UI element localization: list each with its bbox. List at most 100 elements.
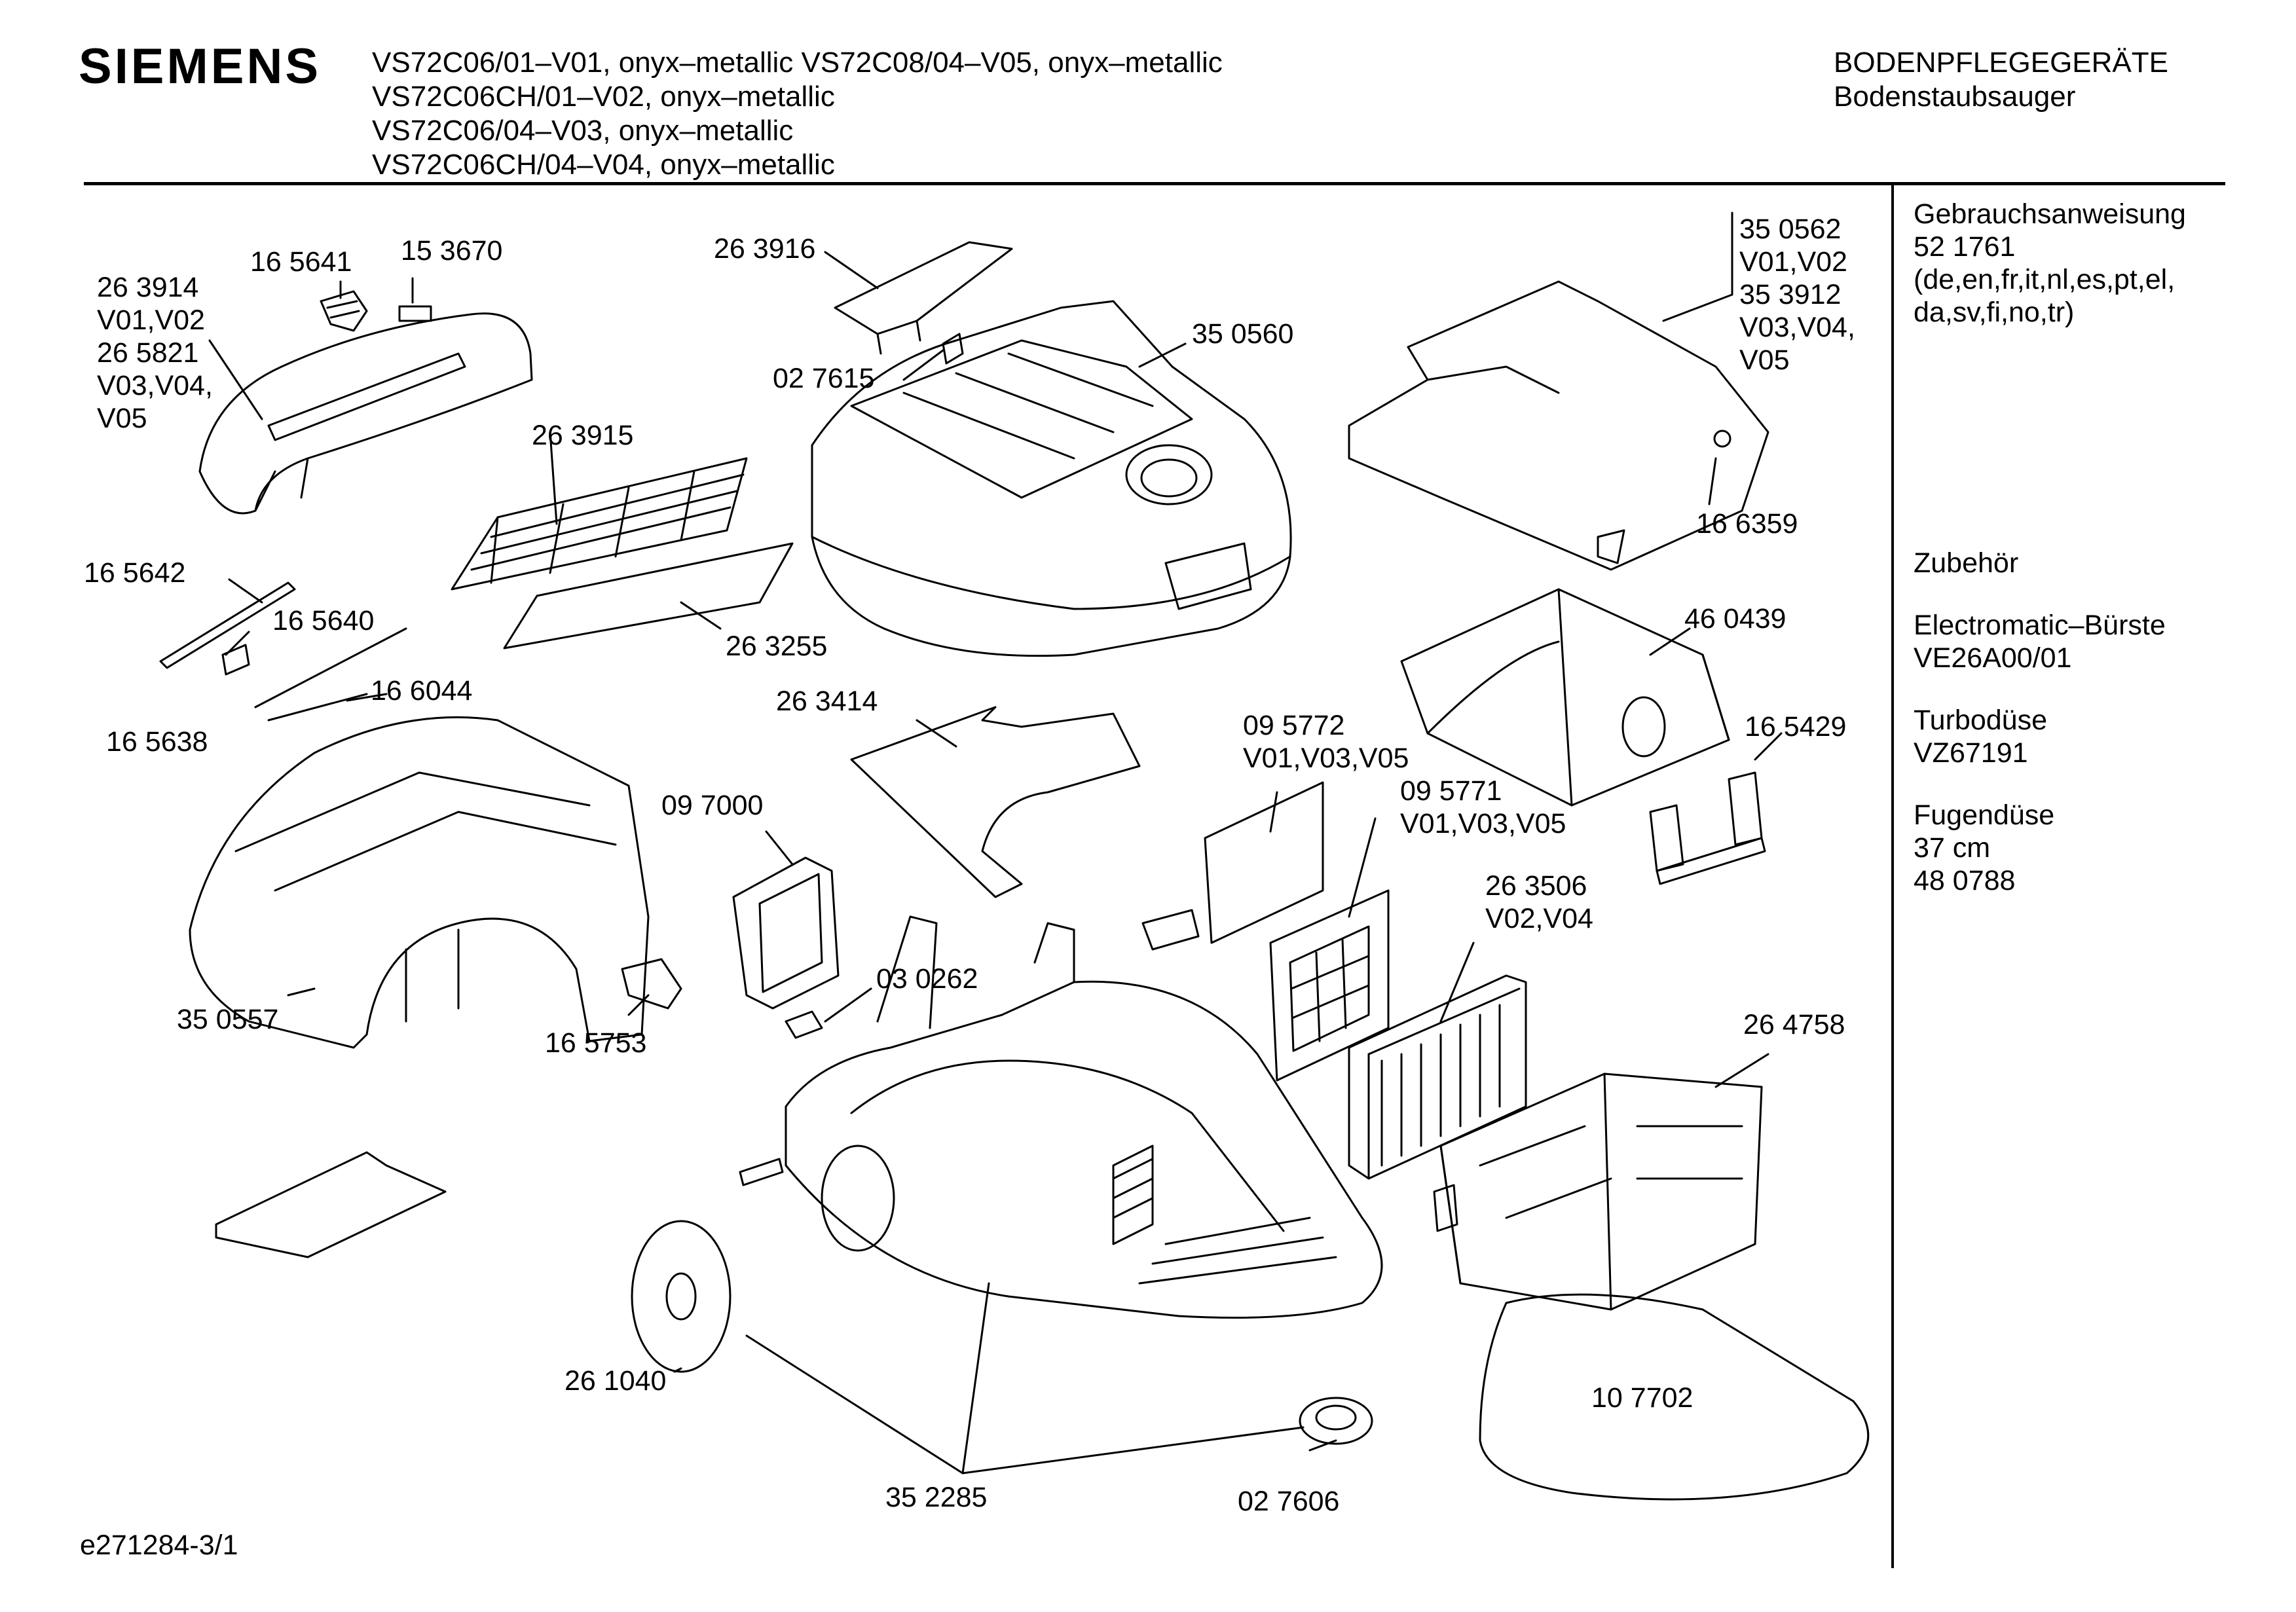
part-variant: V01,V02 [97,304,205,336]
filter-sheet-part [1204,781,1324,944]
model-line: VS72C06CH/01–V02, onyx–metallic [372,81,835,113]
model-list: VS72C06/01–V01, onyx–metallic VS72C08/04… [372,46,1223,182]
small-clip-part [398,305,432,322]
part-label: 09 5772 V01,V03,V05 [1243,709,1409,775]
bag-holder-part [1649,771,1766,885]
part-label: 26 4758 [1743,1009,1845,1040]
accessory-name: Electromatic–Bürste [1914,610,2166,641]
accessory-code: VE26A00/01 [1914,642,2072,674]
rod-part [159,581,296,669]
grille-part [451,457,748,591]
part-label: 26 3506 V02,V04 [1485,870,1593,935]
part-label: 09 5771 V01,V03,V05 [1400,775,1566,840]
lid-part [1348,280,1769,571]
part-label: 35 0562 V01,V02 35 3912 V03,V04, V05 [1739,213,1855,376]
valve-part [732,856,840,1010]
top-cover-part [198,312,533,515]
part-label: 16 6359 [1696,508,1798,540]
part-label: 09 7000 [661,790,764,821]
part-label: 03 0262 [876,963,978,995]
part-label: 16 5753 [545,1027,647,1059]
foam-pad-part [215,1151,447,1258]
upper-housing-part [811,300,1292,657]
manual-title: Gebrauchsanweisung [1914,198,2186,230]
part-label: 02 7615 [773,363,875,394]
small-part [739,1158,784,1186]
part-label: 35 2285 [885,1482,988,1513]
part-label: 16 5640 [272,605,375,636]
part-label: 35 0560 [1192,318,1294,350]
category-title: BODENPFLEGEGERÄTE [1834,46,2169,79]
accessory-code: VZ67191 [1914,737,2028,769]
part-label: 35 0557 [177,1004,279,1035]
part-number: 09 5772 [1243,710,1345,741]
accessory-size: 37 cm [1914,832,1991,864]
category-block: BODENPFLEGEGERÄTE Bodenstaubsauger [1834,46,2168,114]
clip-part [621,958,682,1010]
pin-part [785,1010,823,1039]
part-label: 10 7702 [1591,1382,1694,1414]
part-label: 16 5641 [250,246,352,278]
part-number: 09 5771 [1400,775,1502,807]
manual-languages: da,sv,fi,no,tr) [1914,297,2075,328]
part-label: 26 3255 [726,631,828,662]
model-line: VS72C06CH/04–V04, onyx–metallic [372,149,835,181]
part-number: 35 0562 [1739,213,1842,245]
part-variant: V05 [97,403,147,434]
accessory-name: Turbodüse [1914,705,2047,736]
manual-languages: (de,en,fr,it,nl,es,pt,el, [1914,264,2176,295]
accessory-code: 48 0788 [1914,865,2016,896]
part-label: 16 5638 [106,726,208,758]
accessory-name: Fugendüse [1914,799,2055,831]
wheel-part [631,1220,731,1373]
part-label: 16 5429 [1745,711,1847,742]
part-number: 35 3912 [1739,279,1842,310]
part-number: 26 3914 [97,272,199,303]
header-divider [84,182,2225,185]
button-part [320,290,368,332]
seal-part [1479,1293,1870,1501]
accessory-crevice: Fugendüse 37 cm 48 0788 [1914,799,2054,897]
wire-part [254,627,407,708]
model-line: VS72C06/04–V03, onyx–metallic [372,115,794,147]
part-variant: V01,V03,V05 [1243,742,1409,774]
accessory-turbo: Turbodüse VZ67191 [1914,704,2047,769]
hepa-filter-part [1348,974,1527,1180]
spring-part [221,644,250,676]
castor-part [1299,1397,1373,1445]
part-variant: V01,V02 [1739,246,1847,278]
part-label: 26 3914 V01,V02 26 5821 V03,V04, V05 [97,271,213,435]
accessories-title: Zubehör [1914,547,2019,579]
sidebar-divider [1891,185,1894,1568]
latch-part [942,333,964,365]
dust-bag-part [1400,588,1730,807]
part-label: 26 1040 [565,1365,667,1397]
part-label: 26 3916 [714,233,816,265]
filter-pad-part [503,542,794,650]
manual-block: Gebrauchsanweisung 52 1761 (de,en,fr,it,… [1914,198,2186,329]
manual-number: 52 1761 [1914,231,2016,263]
part-variant: V05 [1739,344,1790,376]
part-label: 26 3915 [532,420,634,451]
leader-lines [208,211,1783,1475]
part-variant: V02,V04 [1485,903,1593,934]
part-variant: V03,V04, [97,370,213,401]
siemens-logo: SIEMENS [79,39,322,94]
small-block-part [1141,909,1200,951]
part-variant: V01,V03,V05 [1400,808,1566,839]
part-variant: V03,V04, [1739,312,1855,343]
latch-cover-part [834,241,1013,355]
part-label: 16 6044 [371,675,473,706]
part-label: 02 7606 [1238,1486,1340,1517]
category-subtitle: Bodenstaubsauger [1834,81,2076,113]
filter-frame-part [1269,889,1390,1082]
part-label: 16 5642 [84,557,186,589]
part-label: 15 3670 [401,235,503,266]
part-number: 26 3506 [1485,870,1587,902]
document-code: e271284-3/1 [80,1530,238,1561]
base-housing-part [785,915,1383,1319]
bag-basket-part [1433,1072,1763,1311]
accessory-electromatic: Electromatic–Bürste VE26A00/01 [1914,609,2166,674]
